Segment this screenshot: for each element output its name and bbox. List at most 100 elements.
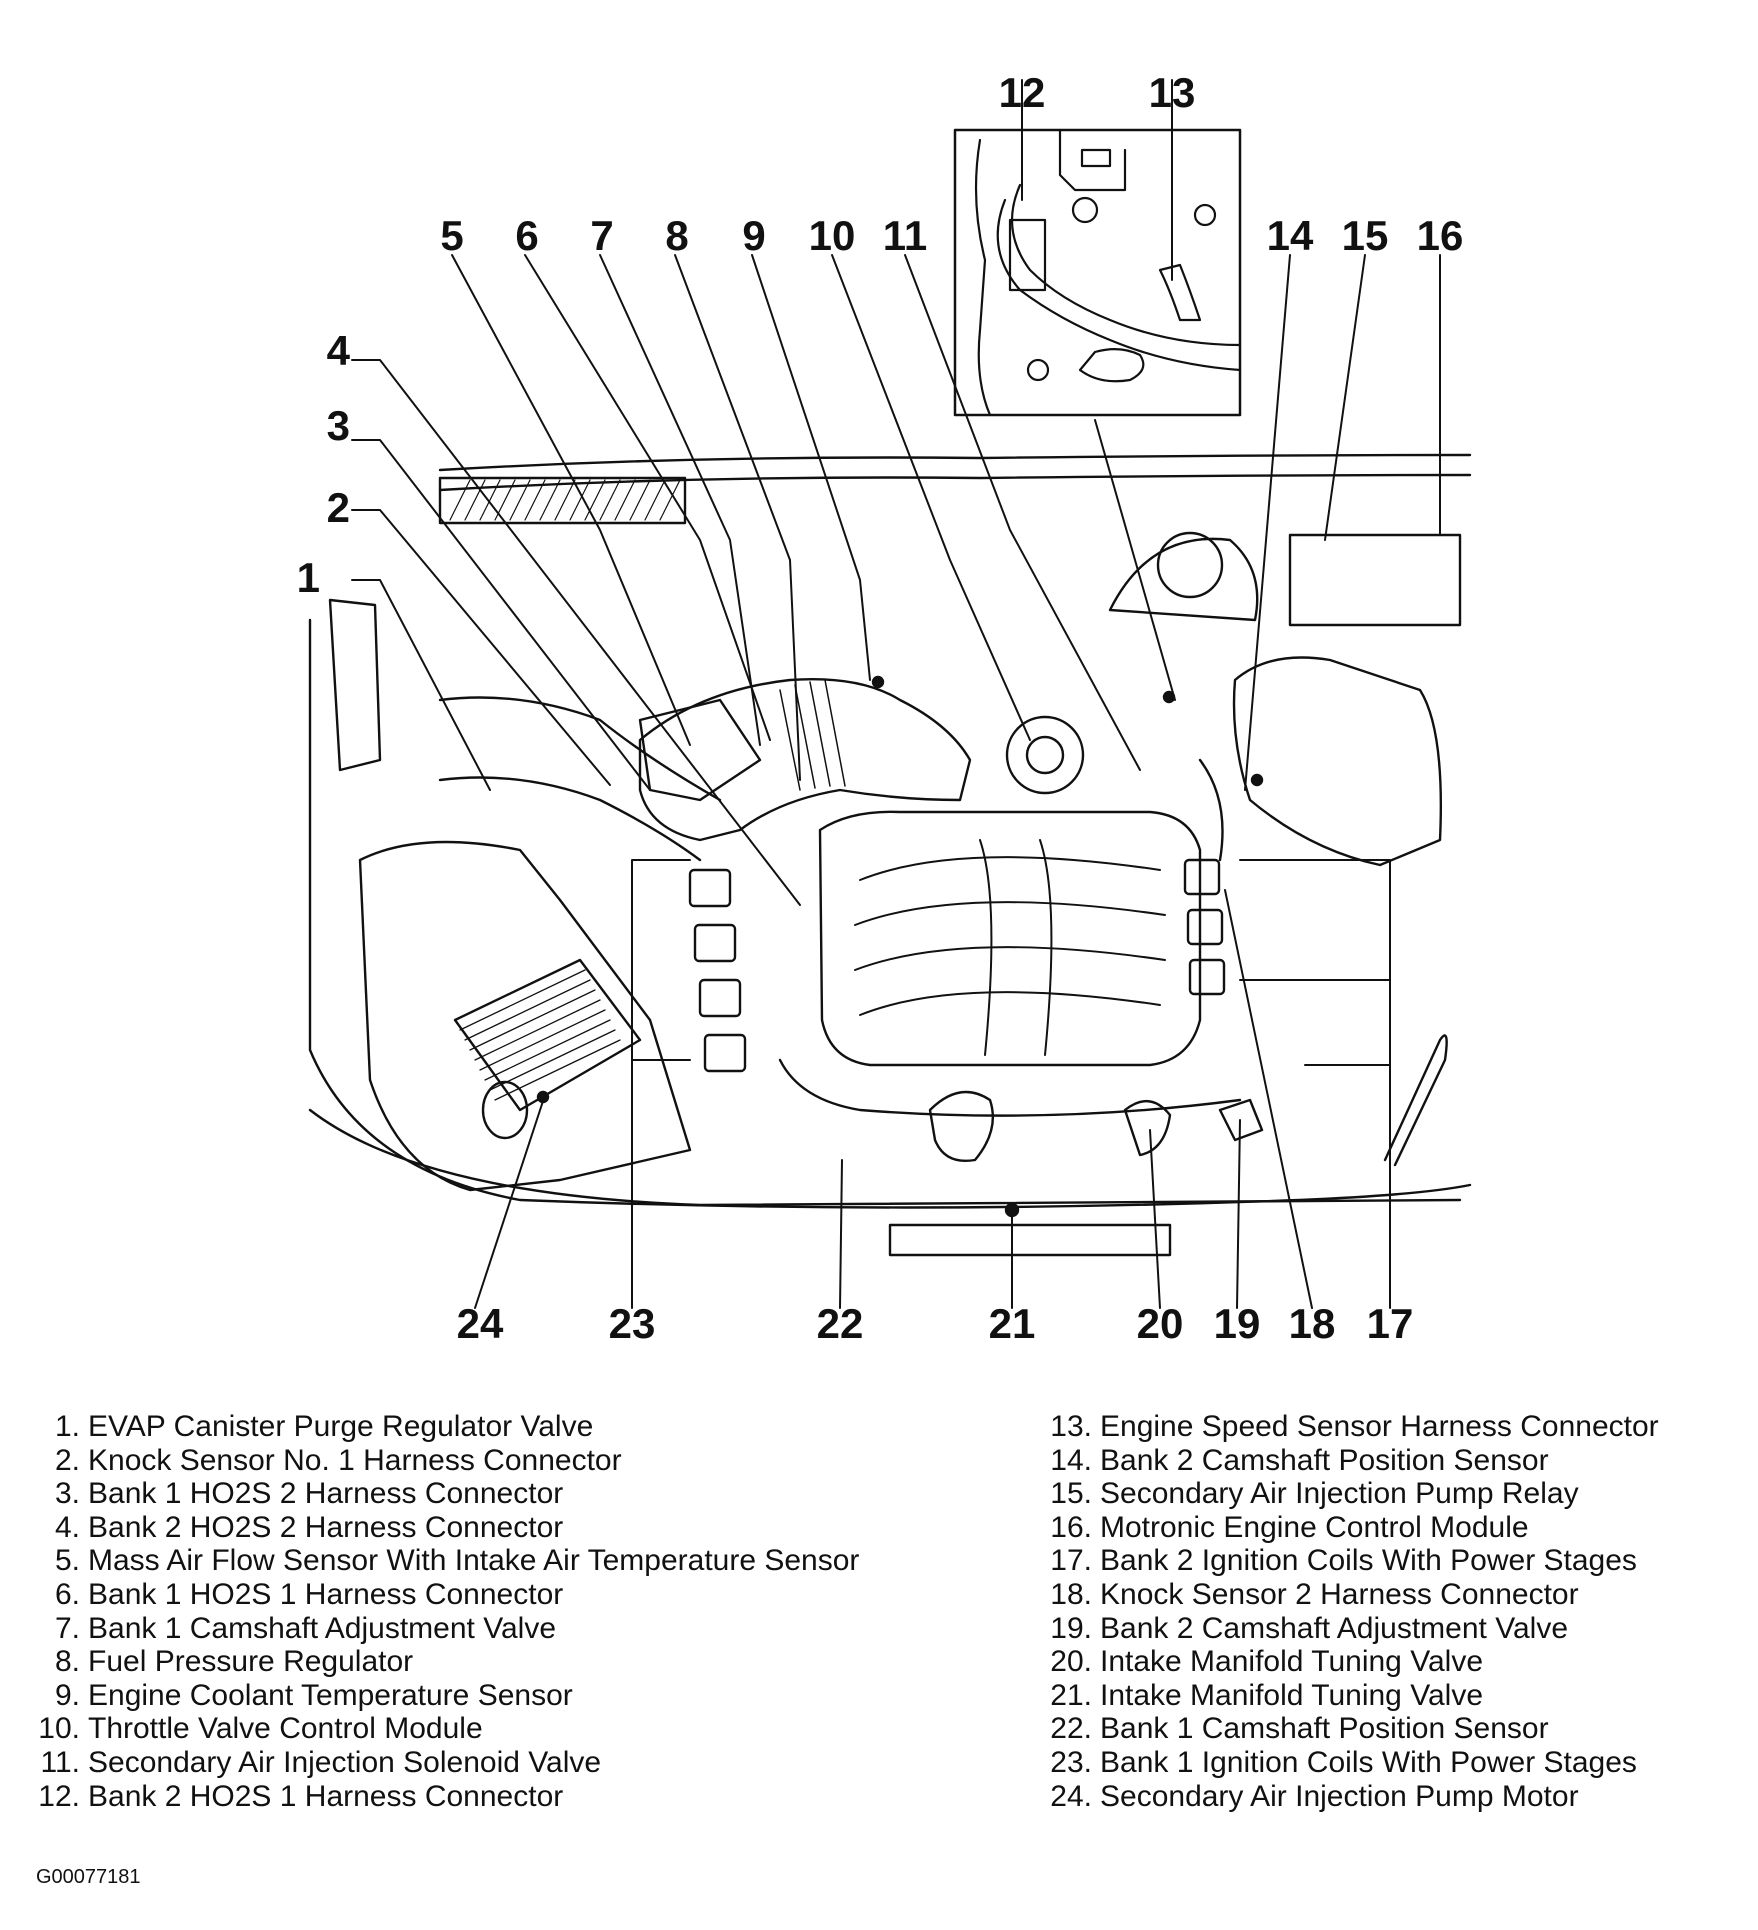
legend-item-number: 20. [1050,1645,1092,1679]
callout-10: 10 [809,212,856,259]
legend-item-label: Bank 2 HO2S 1 Harness Connector [88,1779,564,1813]
legend-item-label: Knock Sensor No. 1 Harness Connector [88,1443,622,1477]
callout-24: 24 [457,1300,504,1347]
legend-item-label: Bank 1 Camshaft Position Sensor [1100,1712,1549,1746]
legend-item: 18.Knock Sensor 2 Harness Connector [1040,1578,1659,1612]
legend-item: 12.Bank 2 HO2S 1 Harness Connector [28,1780,859,1814]
legend-item-number: 21. [1050,1678,1092,1712]
engine-bay-drawing [308,453,1472,1257]
legend-item-number: 23. [1050,1745,1092,1779]
callout-21: 21 [989,1300,1036,1347]
legend-item-number: 11. [40,1745,80,1779]
callout-14: 14 [1267,212,1314,259]
legend-item-number: 19. [1050,1611,1092,1645]
legend-item: 20.Intake Manifold Tuning Valve [1040,1645,1659,1679]
legend-item-label: Motronic Engine Control Module [1100,1510,1529,1544]
callout-9: 9 [742,212,765,259]
bank1-coil-packs [688,868,747,1073]
inset-detail-drawing [974,128,1242,417]
callout-16: 16 [1417,212,1464,259]
legend-item-label: Bank 2 Ignition Coils With Power Stages [1100,1544,1637,1578]
legend-item: 8.Fuel Pressure Regulator [28,1645,859,1679]
callout-8: 8 [665,212,688,259]
legend-item-number: 1. [54,1410,80,1443]
legend-item: 16.Motronic Engine Control Module [1040,1511,1659,1545]
intake-duct [638,677,972,842]
legend-item-label: Throttle Valve Control Module [88,1712,483,1746]
legend-item-label: Mass Air Flow Sensor With Intake Air Tem… [88,1544,860,1578]
legend-item-number: 12. [38,1779,80,1813]
legend-item-number: 18. [1050,1577,1092,1611]
legend-item-label: Secondary Air Injection Pump Relay [1100,1477,1579,1511]
callout-18: 18 [1289,1300,1336,1347]
legend-item-number: 8. [54,1645,80,1679]
legend-item: 22.Bank 1 Camshaft Position Sensor [1040,1712,1659,1746]
legend-item: 2.Knock Sensor No. 1 Harness Connector [28,1444,859,1478]
legend-item-number: 17. [1050,1544,1092,1578]
legend-item: 1.EVAP Canister Purge Regulator Valve [28,1410,859,1444]
legend-item-label: Secondary Air Injection Solenoid Valve [88,1745,602,1779]
legend-item: 24.Secondary Air Injection Pump Motor [1040,1780,1659,1814]
legend-item-label: Bank 1 Ignition Coils With Power Stages [1100,1745,1637,1779]
callout-numbers: 1 2 3 4 5 6 7 8 9 10 11 12 13 14 15 16 1… [297,69,1464,1347]
callout-19: 19 [1214,1300,1261,1347]
legend-item-label: Bank 2 Camshaft Adjustment Valve [1100,1611,1569,1645]
legend-item-number: 22. [1050,1712,1092,1746]
legend-item: 23.Bank 1 Ignition Coils With Power Stag… [1040,1746,1659,1780]
callout-3: 3 [327,402,350,449]
legend-item: 9.Engine Coolant Temperature Sensor [28,1679,859,1713]
callout-13: 13 [1149,69,1196,116]
coolant-reservoir [1232,656,1443,867]
legend-item-label: Engine Coolant Temperature Sensor [88,1678,573,1712]
legend-item-number: 4. [54,1510,80,1544]
callout-17: 17 [1367,1300,1414,1347]
legend-item: 19.Bank 2 Camshaft Adjustment Valve [1040,1612,1659,1646]
callout-22: 22 [817,1300,864,1347]
legend-item: 3.Bank 1 HO2S 2 Harness Connector [28,1477,859,1511]
callout-5: 5 [440,212,463,259]
callout-6: 6 [515,212,538,259]
ecm-housing [1288,533,1462,627]
callout-1: 1 [297,554,320,601]
throttle-body [1005,715,1085,795]
callout-7: 7 [590,212,613,259]
legend-item-number: 14. [1050,1443,1092,1477]
legend-column-right: 13.Engine Speed Sensor Harness Connector… [1040,1410,1659,1814]
legend-item: 13.Engine Speed Sensor Harness Connector [1040,1410,1658,1444]
legend-item: 14.Bank 2 Camshaft Position Sensor [1040,1444,1659,1478]
callout-2: 2 [327,484,350,531]
legend-item-label: Bank 2 Camshaft Position Sensor [1100,1443,1549,1477]
legend-item-number: 15. [1050,1477,1092,1511]
engine-compartment-diagram: 1 2 3 4 5 6 7 8 9 10 11 12 13 14 15 16 1… [297,69,1472,1347]
figure-id: G00077181 [36,1866,141,1888]
brake-fluid-cap [1156,531,1224,599]
legend-item: 10.Throttle Valve Control Module [28,1712,859,1746]
legend-item: 21.Intake Manifold Tuning Valve [1040,1679,1659,1713]
legend-item-label: Knock Sensor 2 Harness Connector [1100,1577,1579,1611]
legend-item-label: Fuel Pressure Regulator [88,1645,414,1679]
callout-20: 20 [1137,1300,1184,1347]
legend-item-number: 13. [1050,1410,1092,1443]
air-filter-housing [358,840,692,1192]
legend-item: 17.Bank 2 Ignition Coils With Power Stag… [1040,1544,1659,1578]
legend-item: 15.Secondary Air Injection Pump Relay [1040,1477,1659,1511]
legend-item-number: 5. [54,1544,80,1578]
legend-item-label: Secondary Air Injection Pump Motor [1100,1779,1579,1813]
legend-item-number: 3. [54,1477,80,1511]
legend-item-label: Intake Manifold Tuning Valve [1100,1678,1484,1712]
leader-lines [351,79,1441,1309]
callout-23: 23 [609,1300,656,1347]
callout-11: 11 [883,212,927,259]
legend-item: 6.Bank 1 HO2S 1 Harness Connector [28,1578,859,1612]
legend-item-number: 2. [54,1443,80,1477]
legend-item-label: Bank 2 HO2S 2 Harness Connector [88,1510,564,1544]
legend-item-number: 24. [1050,1779,1092,1813]
legend-item-label: Intake Manifold Tuning Valve [1100,1645,1484,1679]
legend-item: 4.Bank 2 HO2S 2 Harness Connector [28,1511,859,1545]
front-bracket [888,1223,1172,1257]
callout-12: 12 [999,69,1046,116]
legend-item-number: 16. [1050,1510,1092,1544]
legend-item-label: Bank 1 HO2S 2 Harness Connector [88,1477,564,1511]
legend-item-number: 7. [54,1611,80,1645]
